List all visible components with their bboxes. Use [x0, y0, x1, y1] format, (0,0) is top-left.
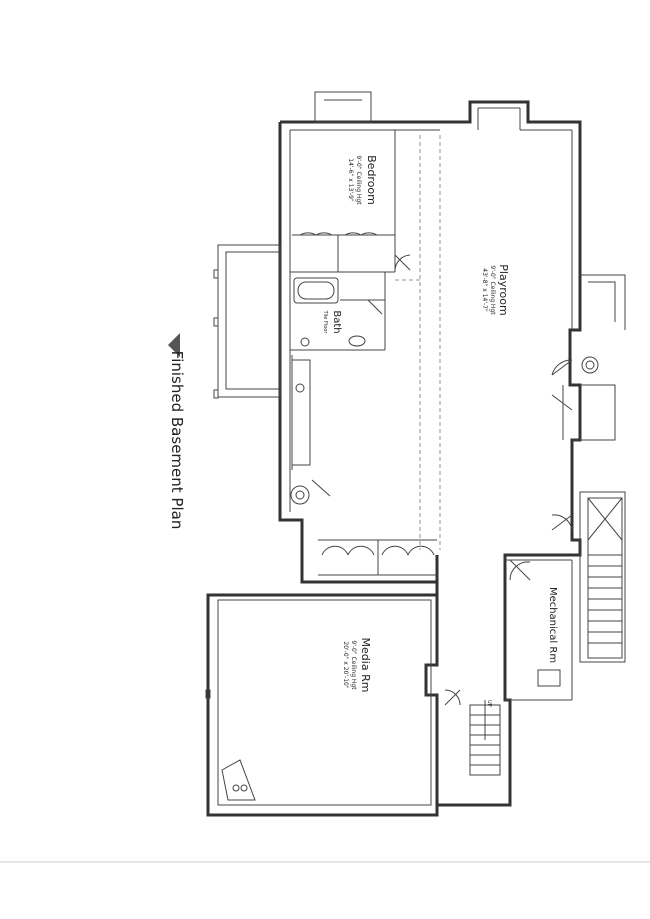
- plan-title: Finished Basement Plan: [168, 333, 186, 529]
- media-ceiling: 9'-0" Ceiling Hgt: [350, 640, 357, 690]
- media-dims: 20'-0" x 20'-10": [342, 641, 349, 688]
- plan-title-text: Finished Basement Plan: [168, 351, 186, 530]
- mechanical-name: Mechanical Rm: [547, 587, 558, 663]
- toilet-icon: [300, 337, 310, 347]
- mechanical-room: Mechanical Rm: [505, 559, 573, 701]
- media-room: Media Rm 9'-0" Ceiling Hgt 20'-0" x 20'-…: [205, 582, 439, 817]
- north-arrow-icon: [168, 333, 180, 357]
- media-name: Media Rm: [359, 638, 372, 693]
- stair-up-label: UP: [486, 700, 492, 707]
- interior-stair: UP: [444, 689, 501, 776]
- speaker-icon: [221, 759, 256, 801]
- exterior-deck: [213, 244, 281, 399]
- bedroom-dims: 14'-6" x 13'-9": [347, 158, 354, 202]
- playroom: Playroom 9'-0" Ceiling Hgt 43'-8" x 14'-…: [291, 135, 599, 550]
- water-heater-icon: [581, 356, 599, 374]
- bath: Bath Tile Floor: [290, 272, 386, 351]
- exterior-stairs: [579, 491, 626, 663]
- bedroom-door-icon: [394, 254, 411, 271]
- window-well-top: [314, 91, 372, 123]
- playroom-name: Playroom: [497, 264, 510, 315]
- sink-icon: [295, 383, 305, 393]
- bathtub-icon: [293, 277, 339, 304]
- bedroom-name: Bedroom: [365, 155, 378, 205]
- playroom-ceiling: 9'-0" Ceiling Hgt: [489, 265, 496, 315]
- playroom-dims: 43'-8" x 14'-7": [481, 268, 488, 312]
- sink-icon: [348, 335, 366, 347]
- bedroom: Bedroom 9'-0" Ceiling Hgt 14'-6" x 13'-9…: [290, 130, 411, 273]
- fixture-icon: [290, 485, 310, 505]
- equipment-icon: [537, 669, 561, 687]
- bath-name: Bath: [331, 310, 342, 333]
- hall-closets: [290, 479, 437, 576]
- right-bumpout: [572, 274, 626, 441]
- bedroom-ceiling: 9'-0" Ceiling Hgt: [355, 155, 362, 205]
- bath-note: Tile Floor: [322, 310, 328, 335]
- double-door-icon: [551, 359, 573, 411]
